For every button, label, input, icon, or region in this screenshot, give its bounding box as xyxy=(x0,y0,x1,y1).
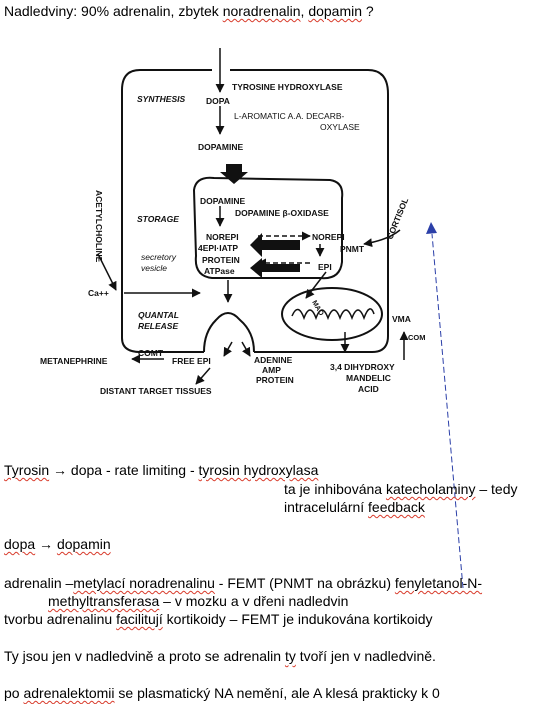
note-8-a: Ty jsou jen v nadledvině a proto se adre… xyxy=(4,648,285,664)
label-metanephrine: METANEPHRINE xyxy=(40,356,108,366)
label-synthesis: SYNTHESIS xyxy=(137,94,186,104)
label-storage: STORAGE xyxy=(137,214,179,224)
note-4-arrow: → xyxy=(35,536,57,552)
note-2-a: ta je inhibována xyxy=(284,481,386,497)
label-adenine: ADENINE xyxy=(254,355,293,365)
label-protein-1: PROTEIN xyxy=(202,255,240,265)
note-2-katecholaminy: katecholaminy xyxy=(385,481,476,497)
note-6-methyltransferasa: methyltransferasa xyxy=(48,593,160,609)
note-line-7: tvorbu adrenalinu facilitují kortikoidy … xyxy=(4,611,433,627)
note-line-6: methyltransferasa – v mozku a v dřeni na… xyxy=(48,593,348,609)
label-vesicle: vesicle xyxy=(141,263,167,273)
note-7-c: kortikoidy – FEMT je indukována kortikoi… xyxy=(162,611,433,627)
label-mao: MAO xyxy=(310,300,325,318)
note-line-3: intracelulární feedback xyxy=(284,499,425,515)
note-3-feedback: feedback xyxy=(368,499,425,515)
note-3-a: intracelulární xyxy=(284,499,369,515)
mitochondrion xyxy=(281,287,383,341)
label-quantal: QUANTAL xyxy=(138,310,179,320)
big-arrow-storage-2 xyxy=(250,258,300,278)
title-word-noradrenalin: noradrenalin xyxy=(222,3,301,19)
label-release: RELEASE xyxy=(138,321,178,331)
note-1-enzyme: tyrosin hydroxylasa xyxy=(198,462,319,478)
label-decarb-2: OXYLASE xyxy=(320,122,360,132)
note-6-b: – v mozku a v dřeni nadledvin xyxy=(159,593,349,609)
note-4-dopamin: dopamin xyxy=(56,536,111,552)
label-dihydroxy-2: MANDELIC xyxy=(346,373,391,383)
label-free-epi: FREE EPI xyxy=(172,356,211,366)
label-decarb-1: L-AROMATIC A.A. DECARB- xyxy=(234,111,345,121)
catecholamine-diagram: SYNTHESIS STORAGE QUANTAL RELEASE secret… xyxy=(40,48,426,396)
note-5-femt: - FEMT (PNMT na obrázku) xyxy=(214,575,395,591)
label-dopamine-1: DOPAMINE xyxy=(198,142,244,152)
big-arrow-storage-1 xyxy=(250,233,300,257)
label-dopamine-2: DOPAMINE xyxy=(200,196,246,206)
label-dopamine-oxidase: DOPAMINE β-OXIDASE xyxy=(235,208,329,218)
arrow-adenine xyxy=(241,341,251,357)
note-line-1: Tyrosin → dopa - rate limiting - tyrosin… xyxy=(4,462,318,478)
title-word-dopamin: dopamin xyxy=(308,3,363,19)
label-comt: COMT xyxy=(138,348,164,358)
label-calcium: Ca++ xyxy=(88,288,109,298)
note-5-a: adrenalin – xyxy=(4,575,74,591)
arrow-distant xyxy=(195,367,211,385)
arrow-cortisol-pnmt xyxy=(363,229,401,248)
label-atpase: ATPase xyxy=(204,266,235,276)
arrow-acetylcholine xyxy=(97,253,117,291)
note-5-metylaci: metylací noradrenalinu xyxy=(73,575,215,591)
label-norepi-inner: NOREPI xyxy=(206,232,239,242)
note-1-tyrosin: Tyrosin xyxy=(4,462,50,478)
label-acetylcholine: ACETYLCHOLINE xyxy=(94,190,104,263)
page-title: Nadledviny: 90% adrenalin, zbytek noradr… xyxy=(4,3,374,19)
note-line-9: po adrenalektomii se plasmatický NA nemě… xyxy=(4,685,440,701)
label-epi-atp: 4EPI·IATP xyxy=(198,243,238,253)
title-question: ? xyxy=(362,3,374,19)
label-dihydroxy-3: ACID xyxy=(358,384,379,394)
label-secretory: secretory xyxy=(141,252,177,262)
label-pnmt: PNMT xyxy=(340,244,365,254)
title-text: Nadledviny: 90% adrenalin, zbytek xyxy=(4,3,223,19)
label-dihydroxy-1: 3,4 DIHYDROXY xyxy=(330,362,395,372)
label-amp: AMP xyxy=(262,365,281,375)
note-1-rate: - rate limiting - xyxy=(102,462,199,478)
note-line-2: ta je inhibována katecholaminy – tedy xyxy=(284,481,518,497)
secretory-vesicle xyxy=(192,176,344,280)
label-vma: VMA xyxy=(392,314,411,324)
note-9-c: se plasmatický NA nemění, ale A klesá pr… xyxy=(114,685,440,701)
big-arrow-down xyxy=(220,164,248,184)
label-epi: EPI xyxy=(318,262,332,272)
label-tyrosine-hydroxylase: TYROSINE HYDROXYLASE xyxy=(232,82,343,92)
label-com: COM xyxy=(408,333,426,342)
note-9-a: po xyxy=(4,685,24,701)
note-line-4: dopa → dopamin xyxy=(4,536,111,552)
arrow-free-epi xyxy=(223,341,233,357)
title-separator: , xyxy=(300,3,309,19)
cell-membrane xyxy=(121,69,389,353)
exocytosis-bulge xyxy=(203,312,255,353)
note-4-dopa: dopa xyxy=(4,536,36,552)
note-1-arrow: → xyxy=(49,462,71,478)
note-line-8: Ty jsou jen v nadledvině a proto se adre… xyxy=(4,648,436,664)
note-8-ty: ty xyxy=(284,648,296,664)
label-norepi-outer: NOREPI xyxy=(312,232,345,242)
arrow-epi-mao xyxy=(305,271,327,299)
note-line-5: adrenalin –metylací noradrenalinu - FEMT… xyxy=(4,575,482,591)
label-dopa: DOPA xyxy=(206,96,230,106)
note-7-a: tvorbu adrenalinu xyxy=(4,611,117,627)
note-8-c: tvoří jen v nadledvině. xyxy=(295,648,436,664)
note-5-fenyletanol: fenyletanol-N- xyxy=(394,575,483,591)
note-9-adrenalektomii: adrenalektomii xyxy=(23,685,115,701)
note-1-dopa: dopa xyxy=(70,462,103,478)
mitochondrion-cristae xyxy=(291,308,375,321)
note-7-facilituji: facilitují xyxy=(116,611,163,627)
label-distant-tissues: DISTANT TARGET TISSUES xyxy=(100,386,212,396)
label-protein-2: PROTEIN xyxy=(256,375,294,385)
note-2-c: – tedy xyxy=(475,481,518,497)
